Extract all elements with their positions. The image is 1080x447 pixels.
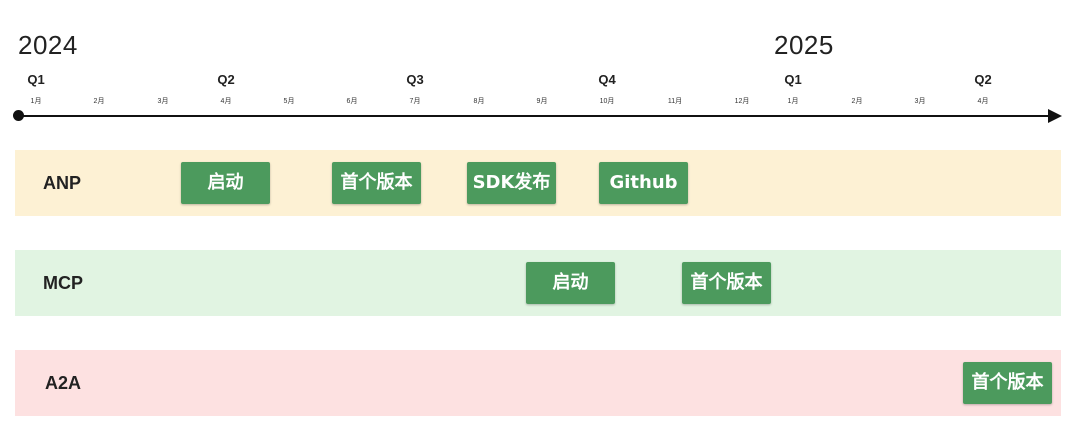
quarter-label: Q4 bbox=[598, 72, 616, 87]
lane-label-a2a: A2A bbox=[45, 373, 82, 393]
milestone-anp-launch: 启动 bbox=[181, 162, 270, 204]
quarter-label: Q3 bbox=[406, 72, 424, 87]
timeline-arrow-icon bbox=[1048, 109, 1062, 123]
month-label: 2月 bbox=[851, 98, 863, 105]
lane-label-anp: ANP bbox=[43, 173, 82, 193]
month-label: 5月 bbox=[283, 98, 295, 105]
milestone-a2a-first-version: 首个版本 bbox=[963, 362, 1052, 404]
milestone-anp-first-version: 首个版本 bbox=[332, 162, 421, 204]
month-label: 4月 bbox=[977, 98, 989, 105]
month-label: 4月 bbox=[220, 98, 232, 105]
year-label-2025: 2025 bbox=[774, 30, 834, 60]
timeline-axis-line bbox=[18, 114, 1052, 117]
lane-mcp: MCP 启动 首个版本 bbox=[15, 250, 1061, 316]
quarter-label: Q1 bbox=[784, 72, 802, 87]
milestone-anp-sdk-release: SDK发布 bbox=[467, 162, 556, 204]
lane-a2a: A2A 首个版本 bbox=[15, 350, 1061, 416]
month-label: 7月 bbox=[409, 98, 421, 105]
month-label: 3月 bbox=[157, 98, 169, 105]
quarter-label: Q1 bbox=[27, 72, 45, 87]
month-label: 10月 bbox=[599, 98, 615, 105]
month-label: 6月 bbox=[346, 98, 358, 105]
quarter-label: Q2 bbox=[974, 72, 992, 87]
month-label: 8月 bbox=[473, 98, 485, 105]
milestone-mcp-launch: 启动 bbox=[526, 262, 615, 304]
timeline-start-dot bbox=[13, 110, 24, 121]
lane-anp: ANP 启动 首个版本 SDK发布 Github bbox=[15, 150, 1061, 216]
month-label: 9月 bbox=[536, 98, 548, 105]
milestone-mcp-first-version: 首个版本 bbox=[682, 262, 771, 304]
month-label: 1月 bbox=[30, 98, 42, 105]
month-label: 2月 bbox=[93, 98, 105, 105]
month-label: 12月 bbox=[734, 98, 750, 105]
month-label: 1月 bbox=[787, 98, 799, 105]
month-label: 3月 bbox=[914, 98, 926, 105]
year-label-2024: 2024 bbox=[18, 30, 78, 60]
quarter-label: Q2 bbox=[217, 72, 235, 87]
month-label: 11月 bbox=[667, 98, 683, 105]
milestone-anp-github: Github bbox=[599, 162, 688, 204]
lane-label-mcp: MCP bbox=[43, 273, 83, 293]
